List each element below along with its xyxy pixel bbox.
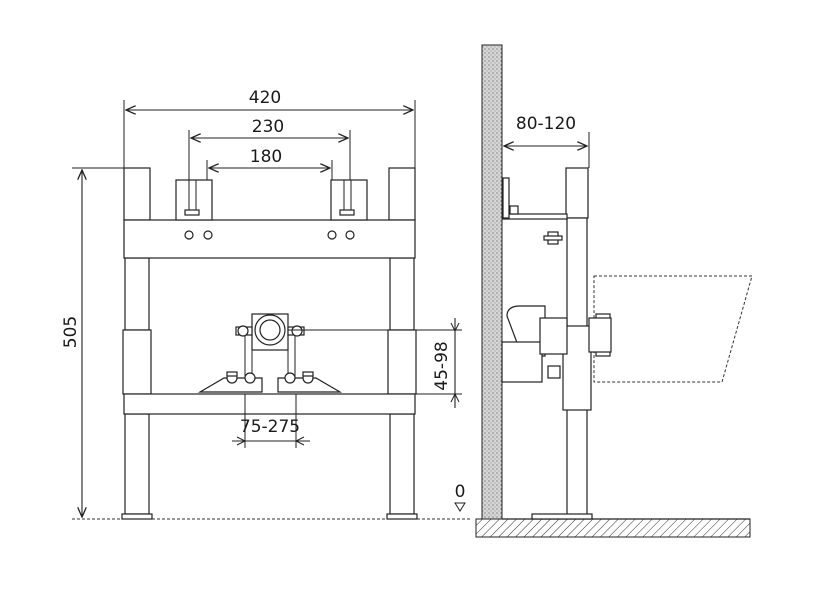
dimension-75-275: 75-275 bbox=[232, 394, 310, 448]
dimension-505-label: 505 bbox=[61, 316, 81, 348]
dimension-420: 420 bbox=[123, 88, 416, 168]
right-mounting-bracket bbox=[327, 179, 368, 240]
floor-level-marker: 0 bbox=[454, 482, 466, 512]
lower-crossbar bbox=[123, 393, 416, 415]
wall-bracket bbox=[502, 177, 568, 245]
wall-section bbox=[481, 44, 503, 520]
dimension-45-98-label: 45-98 bbox=[432, 341, 452, 390]
floor-level-label: 0 bbox=[455, 482, 466, 502]
dimension-180-label: 180 bbox=[250, 147, 282, 167]
top-crossbar bbox=[123, 219, 416, 259]
foot-brackets bbox=[197, 371, 343, 393]
right-leg bbox=[386, 167, 418, 520]
drain-pipe-clamp bbox=[235, 313, 305, 378]
dimension-45-98: 45-98 bbox=[288, 318, 462, 408]
side-view: 80-120 bbox=[475, 44, 753, 538]
left-mounting-bracket bbox=[175, 179, 213, 240]
dimension-80-120-label: 80-120 bbox=[516, 114, 576, 134]
frame-side-post bbox=[531, 167, 593, 520]
dimension-420-label: 420 bbox=[249, 88, 281, 108]
floor-section bbox=[475, 518, 751, 538]
front-view: 420 230 180 505 45-98 bbox=[61, 88, 470, 520]
dimension-230-label: 230 bbox=[252, 117, 284, 137]
flush-connector bbox=[588, 317, 612, 353]
dimension-180: 180 bbox=[206, 147, 333, 180]
dimension-75-275-label: 75-275 bbox=[240, 417, 300, 437]
dimension-505: 505 bbox=[61, 167, 124, 517]
dimension-80-120: 80-120 bbox=[504, 114, 590, 168]
wall-hung-toilet-outline bbox=[593, 275, 753, 383]
dimension-230: 230 bbox=[188, 117, 351, 180]
